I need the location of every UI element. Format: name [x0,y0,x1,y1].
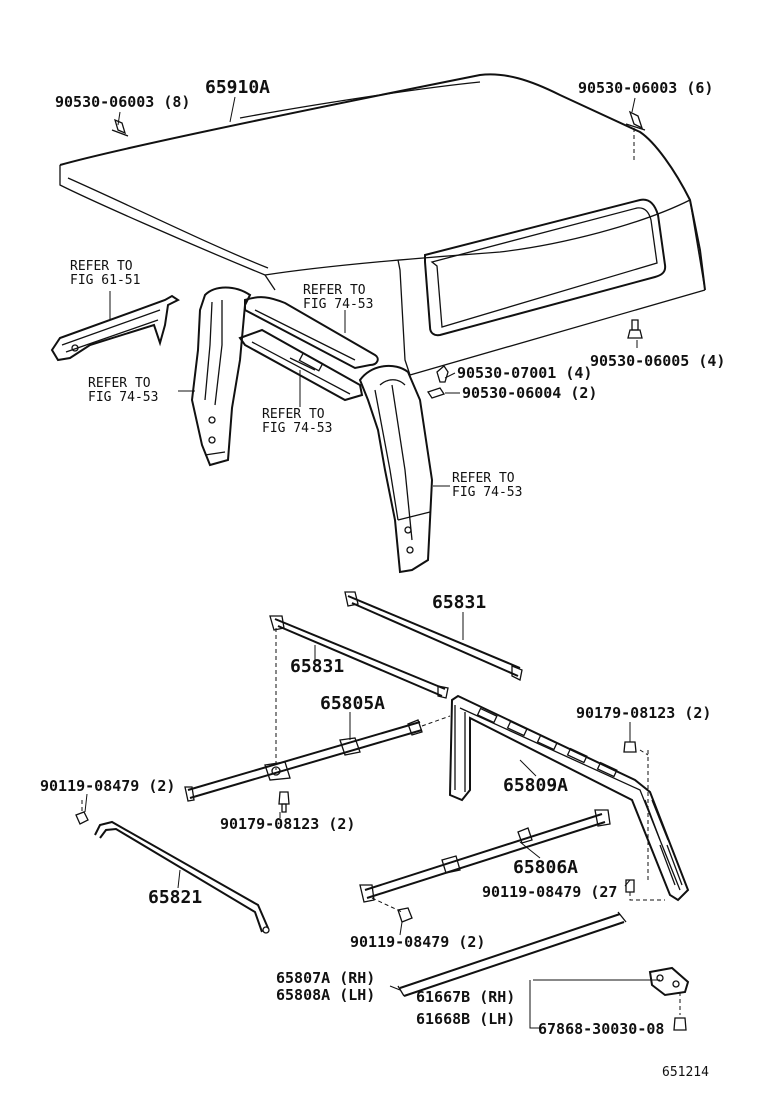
ref-3-line2: FIG 74-53 [303,297,373,312]
side-trim-left [50,294,180,362]
screw-lower-icon [278,791,290,813]
frame-65809A [448,694,690,902]
fastener-bolt-right [625,110,646,160]
ref-4-line1: REFER TO [262,407,325,422]
label-rod-left: 65821 [148,887,202,908]
nut-mid-icon [625,879,665,901]
figure-number: 651214 [662,1065,709,1080]
leader-lines [84,96,660,1029]
ref-5-line1: REFER TO [452,471,515,486]
pillar-right [358,364,434,574]
ref-1-line2: FIG 61-51 [70,273,140,288]
nut-bottom-icon [397,907,413,923]
fastener-clip-a [436,365,449,383]
bar-rear-65806A [359,809,611,913]
label-nut-left: 90119-08479 (2) [40,777,175,795]
label-bracket-rh: 61667B (RH) [416,988,515,1006]
label-rail-lh: 65808A (LH) [276,986,375,1004]
label-clip-b: 90530-06004 (2) [462,384,597,402]
label-bar-upper: 65831 [432,592,486,613]
hardtop-shell [59,73,706,376]
bar-upper-65831 [344,591,523,681]
label-bar-lower: 65831 [290,656,344,677]
ref-1-line1: REFER TO [70,259,133,274]
screw-upper-icon [623,741,649,756]
label-nut-bottom: 90119-08479 (2) [350,933,485,951]
rod-65821 [94,820,270,934]
label-screw-upper: 90179-08123 (2) [576,704,711,722]
ref-3-line1: REFER TO [303,283,366,298]
fastener-bolt-mid-right [627,319,643,339]
part-labels: 65910A 90530-06003 (8) 90530-06003 (6) 9… [40,77,725,1080]
reference-labels: REFER TO FIG 61-51 REFER TO FIG 74-53 RE… [70,259,522,500]
label-screw-lower: 90179-08123 (2) [220,815,355,833]
label-bracket-lh: 61668B (LH) [416,1010,515,1028]
label-nut-mid: 90119-08479 (27 [482,883,617,901]
label-rail-rh: 65807A (RH) [276,969,375,987]
bar-front-65805A [184,715,451,802]
label-bracket-screw: 67868-30030-08 [538,1020,664,1038]
label-frame: 65809A [503,775,568,796]
fastener-clip-b [426,387,446,399]
label-bolt-mid-right: 90530-06005 (4) [590,352,725,370]
label-clip-a: 90530-07001 (4) [457,364,592,382]
label-bolt-left: 90530-06003 (8) [55,93,190,111]
roof-rail-center [238,296,379,402]
label-hardtop: 65910A [205,77,270,98]
ref-5-line2: FIG 74-53 [452,485,522,500]
nut-left-icon [75,800,89,825]
label-bolt-right: 90530-06003 (6) [578,79,713,97]
ref-2-line1: REFER TO [88,376,151,391]
bracket-61667B-61668B [648,966,690,1031]
ref-4-line2: FIG 74-53 [262,421,332,436]
label-bar-rear: 65806A [513,857,578,878]
label-bar-front: 65805A [320,693,385,714]
ref-2-line2: FIG 74-53 [88,390,158,405]
fastener-bolt-left [111,118,129,137]
pillar-left [190,286,252,467]
rail-65807A-65808A [397,911,627,997]
bar-lower-65831 [269,615,449,770]
